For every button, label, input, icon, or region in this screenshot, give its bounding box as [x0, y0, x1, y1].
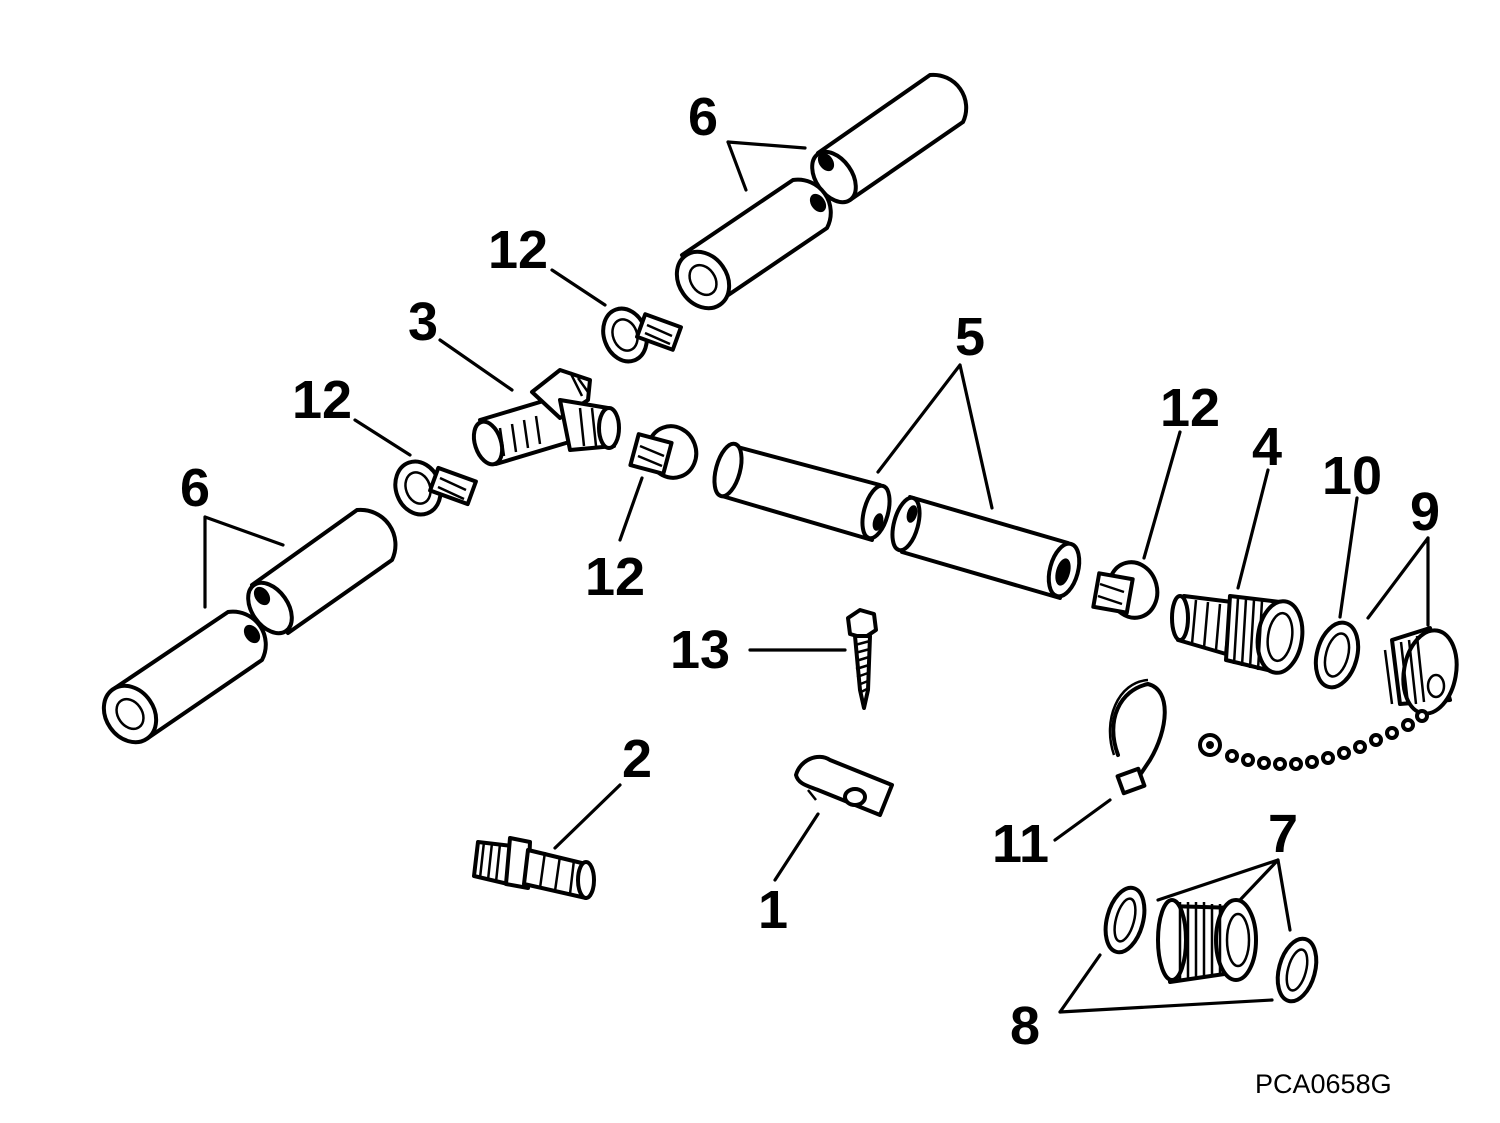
label-2: 2 [622, 729, 652, 789]
washer-10 [1313, 620, 1361, 690]
tee-fitting-3 [471, 368, 621, 467]
label-13: 13 [670, 620, 730, 680]
hose-6-left-lower [101, 609, 268, 745]
hose-6-top-right [810, 72, 969, 205]
label-12-right: 12 [1160, 378, 1220, 438]
label-12-top: 12 [488, 220, 548, 280]
label-7: 7 [1268, 804, 1298, 864]
label-6-left: 6 [180, 458, 210, 518]
hose-clamp-12-top [601, 306, 683, 364]
label-9: 9 [1410, 482, 1440, 542]
clip-1 [794, 754, 894, 817]
leader-lines [203, 140, 1430, 1014]
strap-11 [1108, 678, 1167, 796]
chain-9 [1198, 709, 1429, 771]
screw-13 [846, 608, 878, 710]
label-4: 4 [1252, 417, 1282, 477]
callout-labels: 6 12 3 12 6 12 5 12 4 10 9 13 2 1 11 7 8… [180, 87, 1440, 1099]
cap-9 [1383, 626, 1459, 716]
fitting-4 [1170, 594, 1305, 675]
label-12-middle: 12 [585, 547, 645, 607]
washer-8-right [1275, 936, 1319, 1004]
washer-8-left [1103, 885, 1147, 955]
hose-5-right [890, 495, 1082, 600]
hose-6-top-left [674, 177, 833, 311]
label-3: 3 [408, 292, 438, 352]
hose-5-left [712, 441, 892, 542]
label-6-top: 6 [688, 87, 718, 147]
coupling-7 [1156, 898, 1258, 984]
label-8: 8 [1010, 996, 1040, 1056]
hose-clamp-12-right [1091, 560, 1160, 620]
drawing-code: PCA0658G [1255, 1069, 1392, 1099]
hose-clamp-12-left [393, 459, 478, 517]
label-5: 5 [955, 307, 985, 367]
label-11: 11 [992, 814, 1049, 874]
hose-6-left-upper [246, 507, 398, 636]
fitting-2 [472, 836, 596, 900]
label-10: 10 [1322, 446, 1382, 506]
label-12-left: 12 [292, 370, 352, 430]
label-1: 1 [758, 880, 788, 940]
hose-clamp-12-middle [628, 424, 699, 480]
